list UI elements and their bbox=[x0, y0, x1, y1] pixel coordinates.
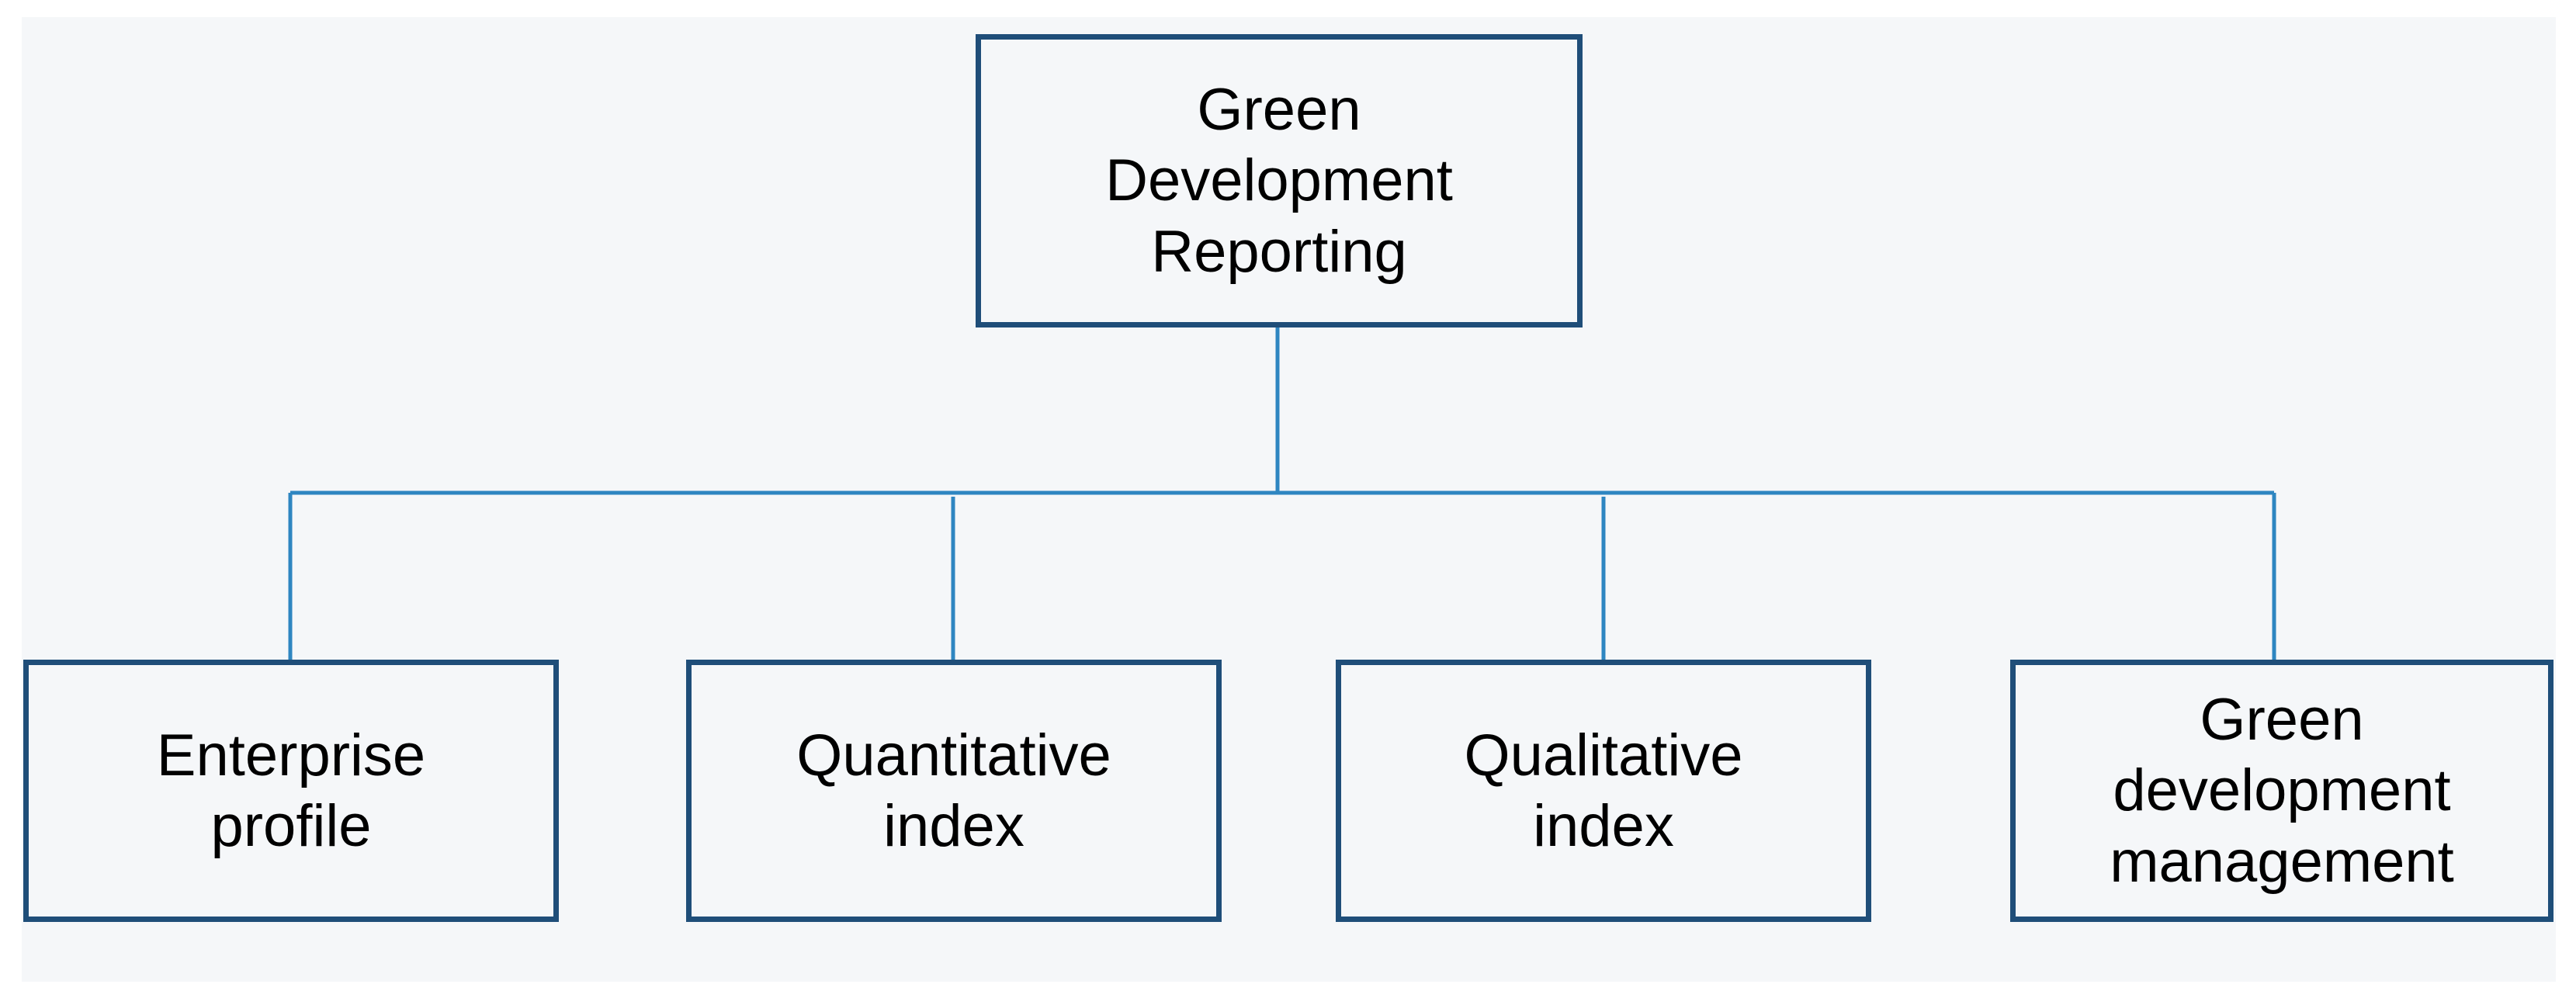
child-node-quantitative-index: Quantitative index bbox=[686, 660, 1222, 922]
root-node-green-development-reporting: Green Development Reporting bbox=[976, 34, 1583, 327]
child-node-green-development-management: Green development management bbox=[2010, 660, 2553, 922]
child-node-label: Enterprise profile bbox=[156, 722, 426, 859]
root-node-label: Green Development Reporting bbox=[1105, 77, 1453, 285]
child-node-label: Qualitative index bbox=[1464, 722, 1743, 859]
child-node-enterprise-profile: Enterprise profile bbox=[23, 660, 559, 922]
child-node-label: Green development management bbox=[2110, 687, 2454, 895]
child-node-qualitative-index: Qualitative index bbox=[1336, 660, 1871, 922]
child-node-label: Quantitative index bbox=[796, 722, 1111, 859]
